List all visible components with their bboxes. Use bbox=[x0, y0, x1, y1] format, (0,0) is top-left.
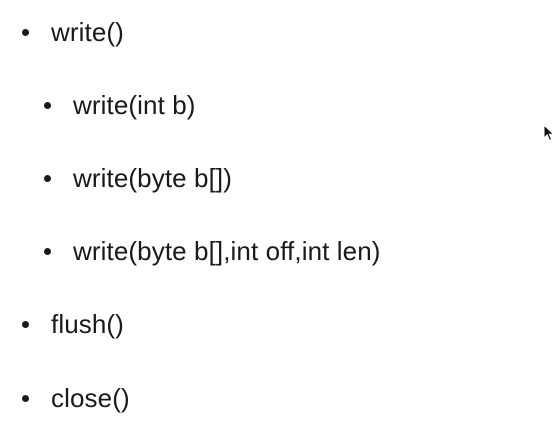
mouse-pointer-icon bbox=[543, 124, 555, 142]
bullet-dot bbox=[44, 174, 51, 182]
bullet-text: write(byte b[]) bbox=[73, 162, 232, 193]
bullet-text: write() bbox=[51, 16, 124, 47]
sub-bullet-item: write(int b) bbox=[44, 85, 196, 125]
bullet-item: write() bbox=[22, 12, 124, 52]
bullet-dot bbox=[22, 28, 29, 36]
bullet-dot bbox=[44, 247, 51, 255]
bullet-item: close() bbox=[22, 378, 130, 418]
bullet-item: flush() bbox=[22, 304, 124, 344]
bullet-dot bbox=[22, 394, 29, 402]
bullet-text: flush() bbox=[51, 308, 124, 339]
bullet-text: write(byte b[],int off,int len) bbox=[73, 235, 381, 266]
bullet-dot bbox=[44, 101, 51, 109]
bullet-text: write(int b) bbox=[73, 89, 196, 120]
bullet-text: close() bbox=[51, 382, 130, 413]
sub-bullet-item: write(byte b[],int off,int len) bbox=[44, 231, 381, 271]
bullet-dot bbox=[22, 320, 29, 328]
sub-bullet-item: write(byte b[]) bbox=[44, 158, 232, 198]
